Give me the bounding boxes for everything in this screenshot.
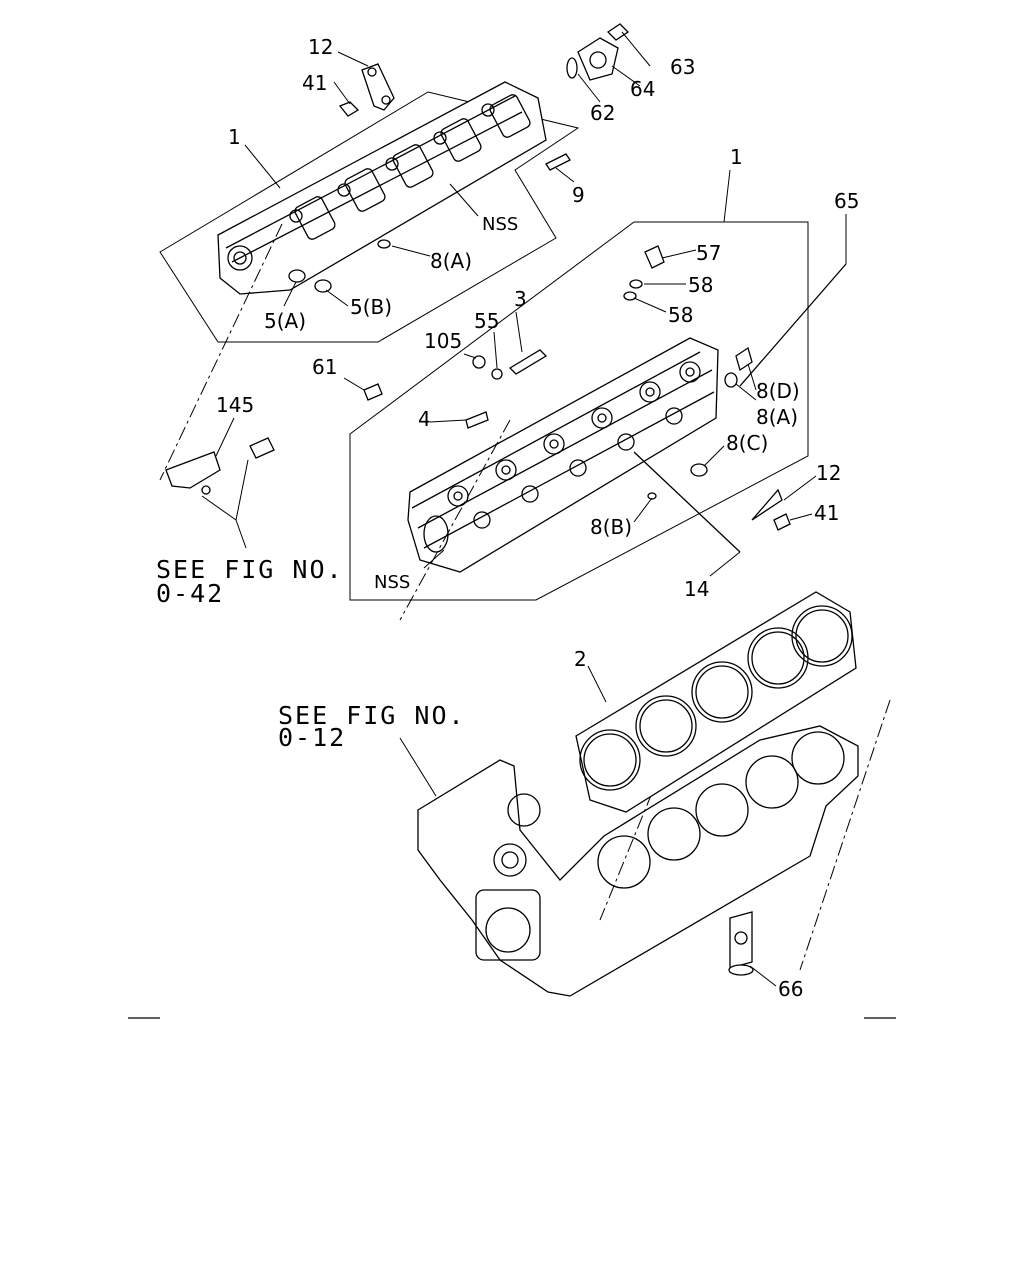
see-fig-0-42-line1: SEE FIG NO. bbox=[156, 555, 344, 584]
leader-2 bbox=[587, 665, 607, 703]
label-4: 4 bbox=[418, 407, 431, 431]
label-8a-right: 8(A) bbox=[756, 405, 798, 429]
plug-8c bbox=[690, 463, 708, 477]
label-65: 65 bbox=[834, 189, 859, 213]
label-8d: 8(D) bbox=[756, 379, 800, 403]
washer-55 bbox=[491, 368, 503, 380]
plug-8a-right bbox=[724, 372, 738, 388]
label-105: 105 bbox=[424, 329, 462, 353]
label-14: 14 bbox=[684, 577, 709, 601]
label-5b: 5(B) bbox=[350, 295, 392, 319]
gasket-plate bbox=[575, 591, 857, 813]
see-fig-0-12-line2: 0-12 bbox=[278, 723, 346, 752]
label-57: 57 bbox=[696, 241, 721, 265]
leader-66 bbox=[749, 965, 777, 987]
label-12-lower: 12 bbox=[816, 461, 841, 485]
label-nss-lower: NSS bbox=[374, 572, 410, 593]
label-41-upper: 41 bbox=[302, 71, 327, 95]
label-63: 63 bbox=[670, 55, 695, 79]
plug-5b bbox=[314, 279, 332, 293]
bolt-41-upper bbox=[338, 101, 360, 117]
label-5a: 5(A) bbox=[264, 309, 306, 333]
bracket-66 bbox=[729, 911, 753, 969]
head-gasket bbox=[575, 591, 857, 813]
label-12-upper: 12 bbox=[308, 35, 333, 59]
bracket-145-bolt bbox=[249, 437, 275, 459]
label-145: 145 bbox=[216, 393, 254, 417]
label-1-upper: 1 bbox=[228, 125, 241, 149]
cylinder-block bbox=[417, 725, 859, 997]
label-3: 3 bbox=[514, 287, 527, 311]
plug-5a bbox=[288, 269, 306, 283]
oring-58-a bbox=[629, 279, 643, 289]
label-58-b: 58 bbox=[668, 303, 693, 327]
sensor-61 bbox=[363, 383, 383, 401]
upper-head-body bbox=[217, 81, 547, 295]
gasket-62 bbox=[566, 57, 578, 79]
oring-58-b bbox=[623, 291, 637, 301]
bolt-41-lower bbox=[773, 513, 791, 531]
upper-leader-lines bbox=[244, 31, 651, 307]
nut-105 bbox=[472, 355, 486, 369]
plug-8b bbox=[647, 492, 657, 500]
leader-0-12 bbox=[399, 737, 437, 797]
stud-65 bbox=[739, 263, 847, 387]
label-2: 2 bbox=[574, 647, 587, 671]
label-8b: 8(B) bbox=[590, 515, 632, 539]
plug-8d bbox=[735, 346, 753, 372]
label-64: 64 bbox=[630, 77, 655, 101]
see-fig-0-42-line2: 0-42 bbox=[156, 579, 224, 608]
label-41-lower: 41 bbox=[814, 501, 839, 525]
block-outline bbox=[417, 725, 859, 997]
sensor-9 bbox=[545, 153, 571, 171]
bolt-63 bbox=[606, 23, 630, 41]
cover-64 bbox=[577, 37, 619, 81]
bracket-12-lower bbox=[751, 488, 783, 521]
middle-cylinder-head bbox=[165, 221, 847, 601]
upper-head-ridges bbox=[225, 95, 523, 263]
alignment-lines bbox=[159, 223, 891, 971]
middle-head-outline-frame bbox=[349, 221, 809, 601]
label-66: 66 bbox=[778, 977, 803, 1001]
upper-head-outline-frame bbox=[159, 91, 580, 343]
label-8c: 8(C) bbox=[726, 431, 768, 455]
label-1-middle: 1 bbox=[730, 145, 743, 169]
label-62: 62 bbox=[590, 101, 615, 125]
bracket-145 bbox=[165, 451, 221, 489]
label-58-a: 58 bbox=[688, 273, 713, 297]
plug-8a-upper bbox=[377, 239, 391, 249]
bolt-3 bbox=[508, 349, 548, 375]
see-fig-0-12-line1: SEE FIG NO. bbox=[278, 701, 466, 730]
label-55: 55 bbox=[474, 309, 499, 333]
label-61: 61 bbox=[312, 355, 337, 379]
middle-head-body bbox=[407, 337, 719, 573]
upper-cylinder-head bbox=[159, 23, 630, 343]
upper-head-ports bbox=[227, 94, 531, 271]
label-9: 9 bbox=[572, 183, 585, 207]
stud-14 bbox=[633, 451, 741, 553]
middle-head-valve-ports bbox=[423, 361, 701, 553]
plug-57 bbox=[644, 245, 665, 269]
middle-leader-lines bbox=[201, 169, 847, 577]
label-nss-upper: NSS bbox=[482, 214, 518, 235]
dowel-4 bbox=[465, 411, 489, 429]
label-8a-upper: 8(A) bbox=[430, 249, 472, 273]
